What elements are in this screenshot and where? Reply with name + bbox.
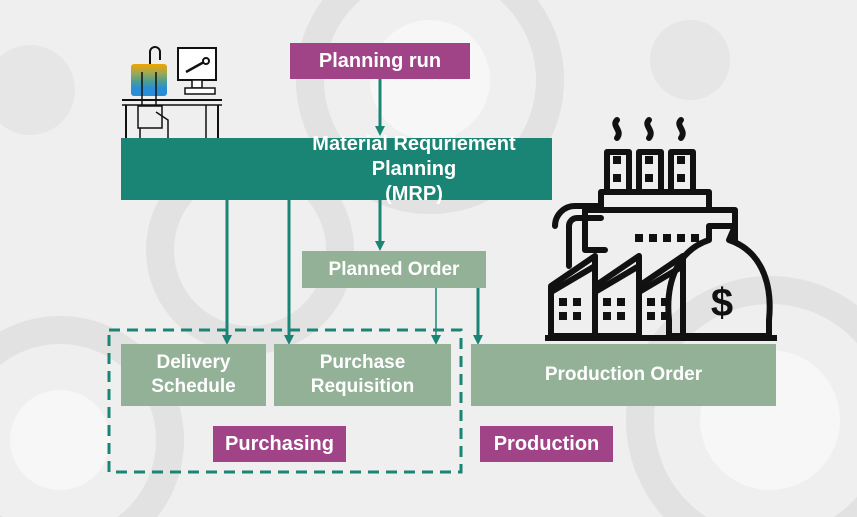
production-label: Production	[493, 432, 600, 455]
svg-text:$: $	[711, 281, 733, 325]
delivery-schedule-label-line2: Schedule	[151, 376, 236, 397]
mrp-label-line1: Material Requriement Planning	[312, 132, 516, 180]
purchasing-label-box: Purchasing	[213, 426, 346, 462]
production-order-label: Production Order	[544, 364, 703, 386]
planned-order-box: Planned Order	[302, 251, 486, 288]
purchase-requisition-label-line2: Requisition	[310, 376, 415, 397]
delivery-schedule-box: Delivery Schedule	[121, 344, 266, 406]
person-at-computer-icon	[122, 46, 222, 138]
mrp-label-line2: (MRP)	[385, 182, 443, 205]
mrp-box: Material Requriement Planning (MRP)	[121, 133, 552, 205]
purchase-requisition-box: Purchase Requisition	[274, 344, 451, 406]
planning-run-label: Planning run	[318, 49, 442, 72]
factory-with-money-bag-icon: $	[545, 117, 777, 341]
planned-order-label: Planned Order	[328, 258, 460, 280]
purchase-requisition-label-line1: Purchase	[319, 352, 406, 374]
purchasing-label: Purchasing	[225, 432, 334, 455]
planning-run-box: Planning run	[290, 43, 470, 79]
delivery-schedule-label-line1: Delivery	[156, 352, 231, 374]
production-label-box: Production	[480, 426, 613, 462]
production-order-box: Production Order	[471, 344, 776, 406]
